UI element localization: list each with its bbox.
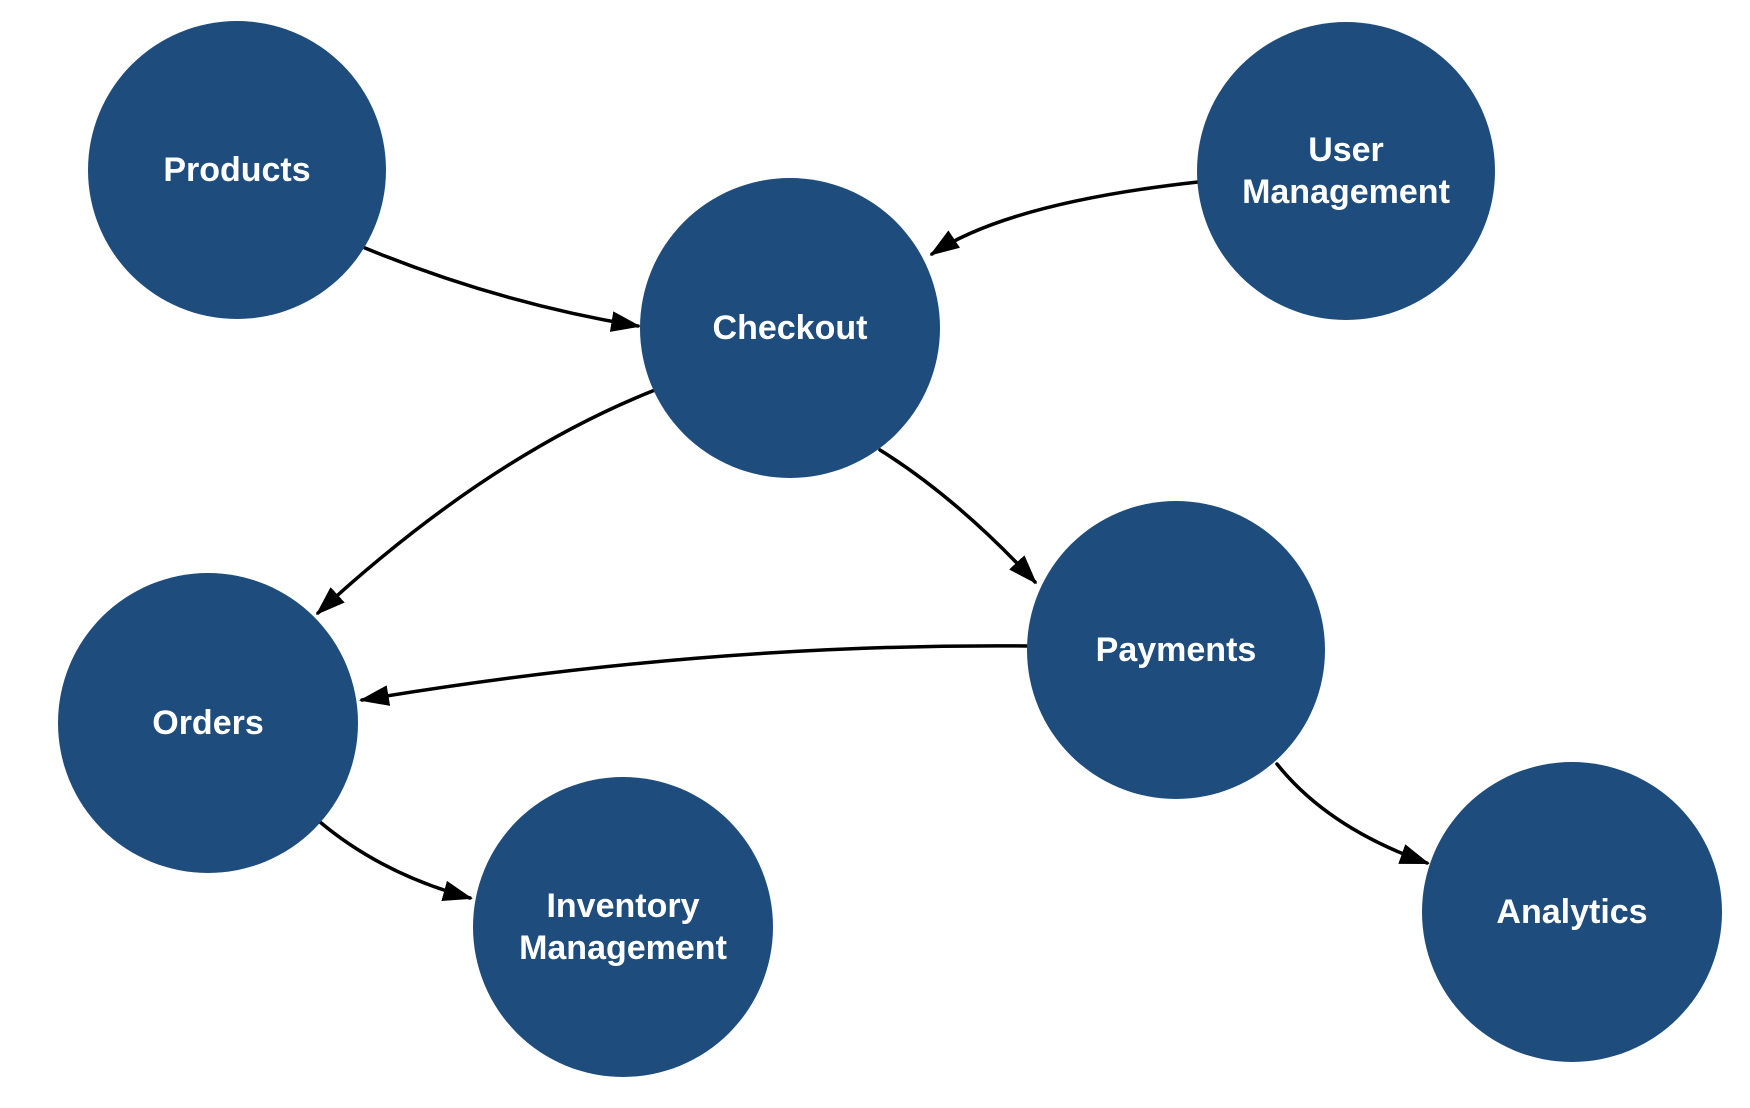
- node-circle-products: [88, 21, 386, 319]
- node-label-products: Products: [163, 151, 310, 189]
- edge-user-management-to-checkout: [929, 180, 1200, 256]
- node-circle-inventory-management: [473, 777, 773, 1077]
- node-label-payments: Payments: [1096, 631, 1257, 669]
- edge-payments-to-analytics: [1275, 762, 1430, 865]
- node-circle-analytics: [1422, 762, 1722, 1062]
- node-payments: Payments: [1027, 501, 1325, 799]
- node-circle-checkout: [640, 178, 940, 478]
- node-circle-user-management: [1197, 22, 1495, 320]
- node-label-checkout: Checkout: [713, 309, 868, 347]
- node-products: Products: [88, 21, 386, 319]
- node-label-analytics: Analytics: [1496, 893, 1647, 931]
- edge-products-to-checkout: [363, 246, 641, 332]
- edge-checkout-to-payments: [878, 448, 1038, 585]
- node-circle-orders: [58, 573, 358, 873]
- edge-checkout-to-orders: [315, 388, 657, 616]
- node-label-orders: Orders: [152, 704, 264, 742]
- node-circle-payments: [1027, 501, 1325, 799]
- node-checkout: Checkout: [640, 178, 940, 478]
- edge-orders-to-inventory-management: [318, 820, 473, 901]
- node-analytics: Analytics: [1422, 762, 1722, 1062]
- edges-layer: [315, 180, 1430, 901]
- node-orders: Orders: [58, 573, 358, 873]
- edge-payments-to-orders: [359, 644, 1030, 706]
